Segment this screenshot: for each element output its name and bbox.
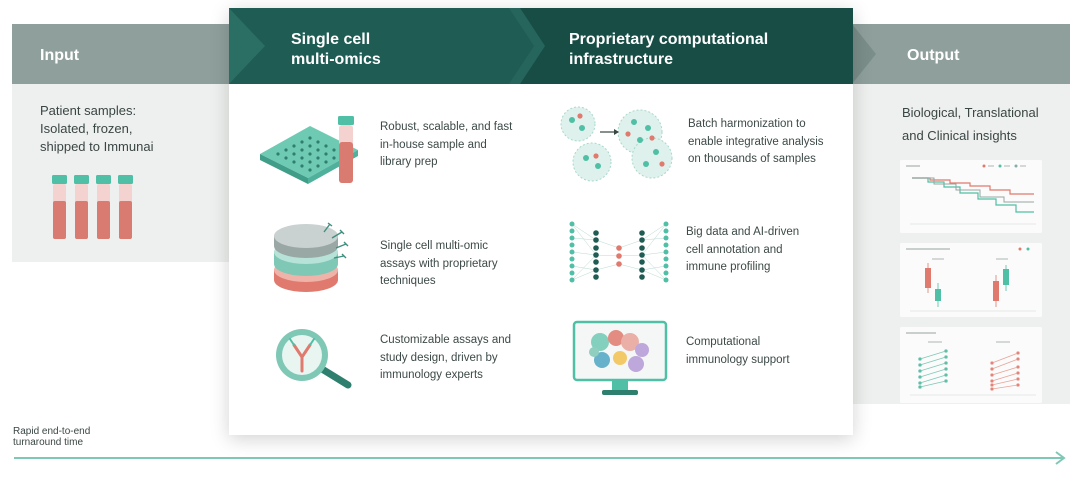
input-header bbox=[12, 24, 242, 84]
arrow-head-icon bbox=[1055, 451, 1066, 465]
feature-line: immunology support bbox=[686, 353, 790, 366]
feature-line: on thousands of samples bbox=[688, 153, 816, 165]
feature-immunology-support: Computational immunology support bbox=[686, 334, 790, 369]
computational-title-line: Proprietary computational bbox=[569, 31, 769, 48]
timeline-label-line: Rapid end-to-end bbox=[13, 426, 91, 437]
input-line: Patient samples: bbox=[40, 103, 137, 118]
boxplot-chart-thumbnail bbox=[900, 243, 1042, 317]
survival-chart-thumbnail bbox=[900, 160, 1042, 233]
output-line: Biological, Translational bbox=[902, 105, 1039, 120]
feature-line: Big data and AI-driven bbox=[686, 226, 800, 238]
feature-line: cell annotation and bbox=[686, 243, 783, 256]
monitor-umap-icon bbox=[572, 320, 668, 395]
feature-line: immune profiling bbox=[686, 261, 771, 273]
output-header bbox=[852, 24, 1070, 84]
single-cell-title: Single cell multi-omics bbox=[291, 30, 381, 70]
feature-ai-annotation: Big data and AI-driven cell annotation a… bbox=[686, 224, 799, 277]
input-line: Isolated, frozen, bbox=[40, 121, 133, 136]
feature-line: Single cell multi-omic bbox=[380, 240, 489, 252]
output-line: and Clinical insights bbox=[902, 128, 1017, 143]
feature-line: immunology experts bbox=[380, 369, 483, 381]
paired-chart-thumbnail bbox=[900, 327, 1042, 403]
feature-line: techniques bbox=[380, 275, 436, 287]
feature-line: library prep bbox=[380, 156, 438, 168]
feature-line: assays with proprietary bbox=[380, 257, 498, 270]
timeline-label-line: turnaround time bbox=[13, 437, 84, 448]
input-description: Patient samples: Isolated, frozen, shipp… bbox=[40, 102, 153, 156]
feature-line: enable integrative analysis bbox=[688, 135, 824, 148]
input-title: Input bbox=[40, 47, 80, 64]
feature-study-design: Customizable assays and study design, dr… bbox=[380, 332, 511, 385]
timeline-arrow bbox=[14, 457, 1064, 459]
output-title: Output bbox=[907, 47, 960, 64]
single-cell-title-line: multi-omics bbox=[291, 51, 381, 68]
feature-line: Robust, scalable, and fast bbox=[380, 121, 513, 133]
feature-multiomic-assays: Single cell multi-omic assays with propr… bbox=[380, 238, 498, 291]
sample-tubes-icon bbox=[52, 175, 133, 239]
feature-line: study design, driven by bbox=[380, 351, 498, 364]
feature-sample-prep: Robust, scalable, and fast in-house samp… bbox=[380, 119, 512, 172]
single-cell-title-line: Single cell bbox=[291, 31, 371, 48]
feature-line: in-house sample and bbox=[380, 138, 487, 151]
input-line: shipped to Immunai bbox=[40, 139, 154, 154]
cell-layers-icon bbox=[274, 222, 349, 292]
output-description: Biological, Translational and Clinical i… bbox=[902, 101, 1039, 147]
well-plate-icon bbox=[260, 116, 358, 184]
computational-title-line: infrastructure bbox=[569, 51, 674, 68]
feature-batch-harmonization: Batch harmonization to enable integrativ… bbox=[688, 116, 824, 169]
feature-line: Computational bbox=[686, 336, 761, 348]
magnifier-antibody-icon bbox=[276, 329, 352, 389]
computational-title: Proprietary computational infrastructure bbox=[569, 30, 768, 70]
feature-line: Customizable assays and bbox=[380, 334, 512, 346]
process-header bbox=[229, 8, 853, 84]
timeline-label: Rapid end-to-end turnaround time bbox=[13, 426, 90, 448]
neural-network-icon bbox=[569, 221, 669, 283]
cell-clusters-icon bbox=[560, 106, 673, 182]
feature-line: Batch harmonization to bbox=[688, 118, 806, 130]
